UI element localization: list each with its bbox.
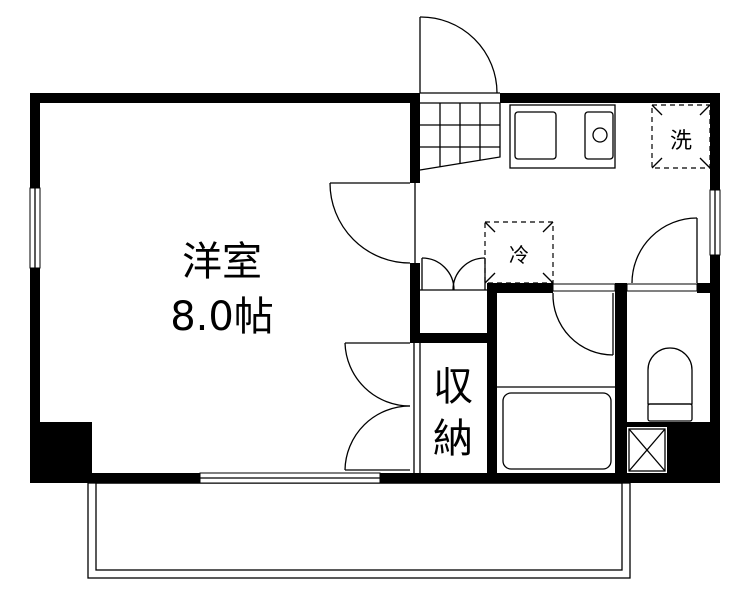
pipe-shaft bbox=[628, 428, 666, 472]
bathtub bbox=[497, 386, 615, 470]
bedroom-door[interactable] bbox=[329, 182, 416, 264]
column-block bbox=[667, 427, 710, 473]
washer-label: 洗 bbox=[670, 129, 692, 154]
fridge-label: 冷 bbox=[509, 243, 529, 267]
closet-doors[interactable] bbox=[344, 342, 415, 473]
toilet bbox=[647, 347, 693, 422]
cabinet-doors[interactable] bbox=[421, 257, 486, 291]
kitchen-sink bbox=[509, 104, 616, 169]
entrance-door[interactable] bbox=[419, 16, 500, 94]
washer-space: 洗 bbox=[651, 104, 711, 169]
bathroom-door[interactable] bbox=[552, 283, 616, 356]
toilet-door[interactable] bbox=[626, 217, 698, 292]
fridge-space: 冷 bbox=[484, 221, 554, 284]
room-name-western: 洋室 bbox=[182, 239, 262, 285]
balcony bbox=[87, 482, 631, 579]
storage-label-2: 納 bbox=[433, 416, 473, 462]
column-block bbox=[40, 422, 92, 473]
interior-walls bbox=[410, 93, 710, 473]
genkan-tiles bbox=[419, 102, 501, 171]
storage-label-1: 収 bbox=[433, 364, 473, 410]
room-size-western: 8.0帖 bbox=[170, 294, 274, 340]
